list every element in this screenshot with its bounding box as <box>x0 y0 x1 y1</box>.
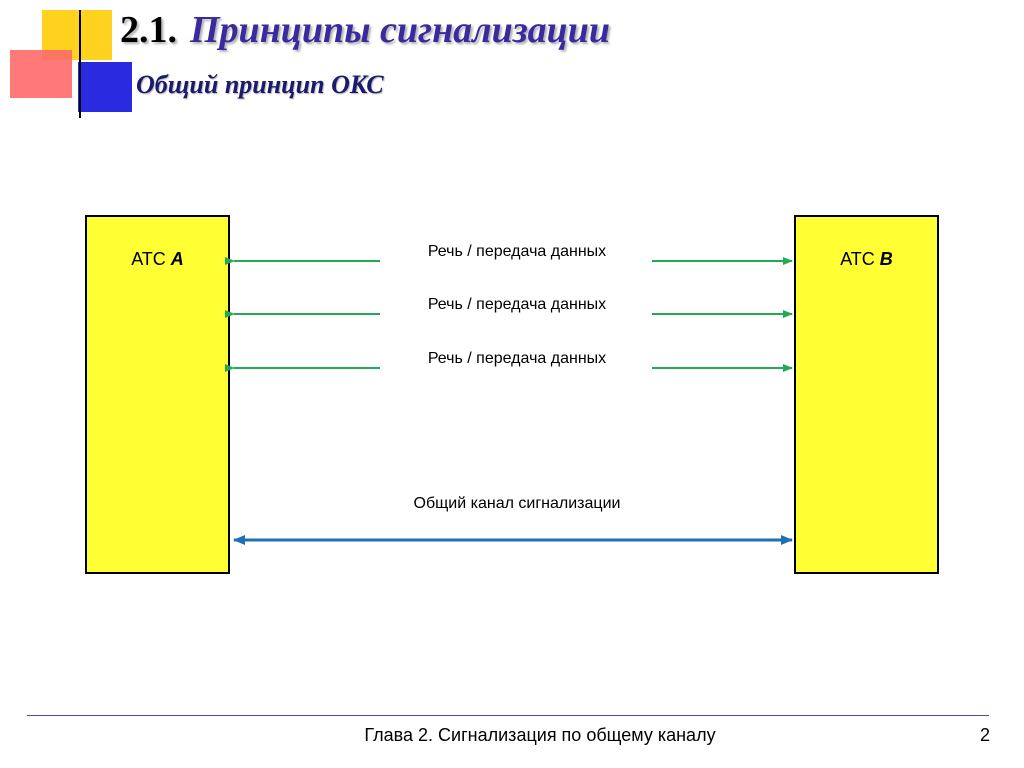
deco-red-square <box>10 50 72 98</box>
footer-chapter: Глава 2. Сигнализация по общему каналу <box>364 725 716 745</box>
station-a-prefix: АТС <box>131 249 166 269</box>
footer-divider <box>27 715 989 716</box>
decorative-header-graphic <box>10 10 1000 118</box>
slide-title: Принципы сигнализации <box>190 9 611 51</box>
station-b-letter: В <box>879 249 893 269</box>
signaling-channel-label: Общий канал сигнализации <box>413 495 621 512</box>
page-number: 2 <box>979 725 990 745</box>
slide-subtitle: Общий принцип ОКС <box>136 70 384 99</box>
station-b-prefix: АТС <box>840 249 875 269</box>
voice-channel-3-label: Речь / передача данных <box>427 350 607 367</box>
station-a-box: АТС А <box>85 215 230 574</box>
station-b-box: АТС В <box>794 215 939 574</box>
station-a-letter: А <box>170 249 184 269</box>
station-b-label: АТС В <box>796 249 937 270</box>
slide-title-number: 2.1. <box>120 9 177 51</box>
voice-channel-1-label: Речь / передача данных <box>427 243 607 260</box>
station-a-label: АТС А <box>87 249 228 270</box>
voice-channel-2-label: Речь / передача данных <box>427 296 607 313</box>
deco-blue-square <box>78 62 132 112</box>
